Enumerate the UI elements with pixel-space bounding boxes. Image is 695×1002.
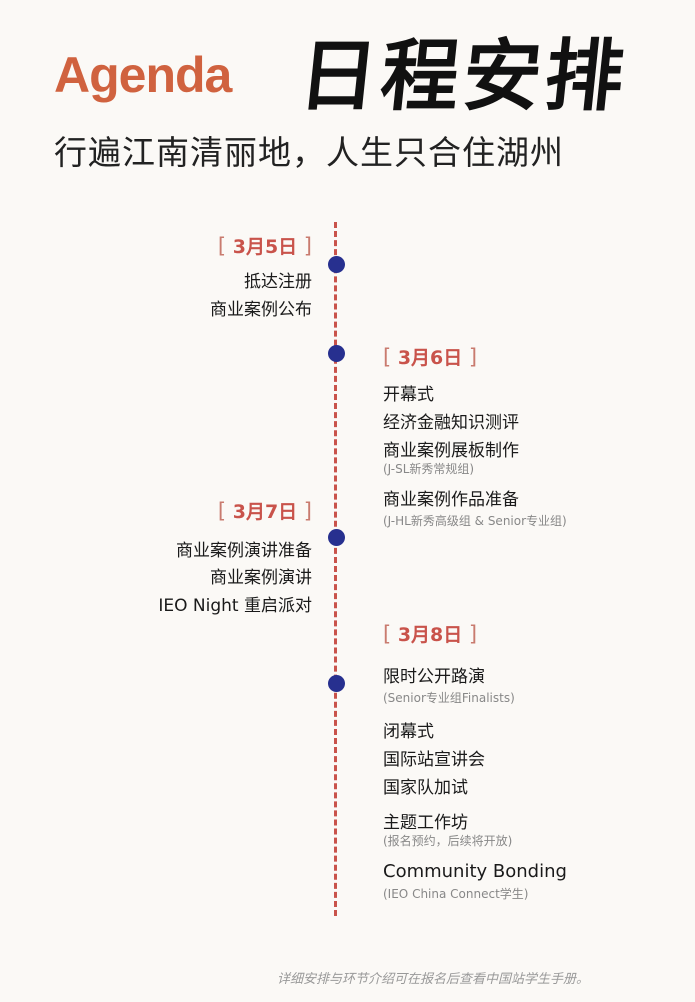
title-chinese: 日程安排: [294, 31, 633, 122]
agenda-note: (报名预约，后续将开放): [383, 834, 513, 848]
agenda-note: (Senior专业组Finalists): [383, 691, 515, 705]
agenda-item: 开幕式: [383, 385, 434, 405]
agenda-note: (IEO China Connect学生): [383, 887, 529, 901]
footer-note: 详细安排与环节介绍可在报名后查看中国站学生手册。: [277, 972, 590, 987]
agenda-item: 商业案例公布: [210, 300, 312, 320]
timeline-line: [334, 222, 337, 916]
timeline-dot: [328, 529, 345, 546]
date-label-day4: [ 3月8日 ]: [383, 622, 478, 646]
agenda-item: 商业案例演讲: [210, 568, 312, 588]
agenda-item: 经济金融知识测评: [383, 413, 519, 433]
agenda-item: 闭幕式: [383, 722, 434, 742]
agenda-item: 商业案例演讲准备: [176, 541, 312, 561]
agenda-note: (J-HL新秀高级组 & Senior专业组): [383, 514, 567, 528]
agenda-item: IEO Night 重启派对: [158, 596, 312, 616]
date-label-day1: [ 3月5日 ]: [217, 234, 312, 258]
agenda-item: 主题工作坊: [383, 813, 468, 833]
agenda-note: (J-SL新秀常规组): [383, 462, 475, 476]
date-label-day3: [ 3月7日 ]: [217, 499, 312, 523]
title-english: Agenda: [54, 47, 232, 103]
subtitle: 行遍江南清丽地，人生只合住湖州: [54, 133, 564, 172]
agenda-item: 商业案例展板制作: [383, 441, 519, 461]
timeline-dot: [328, 675, 345, 692]
timeline-dot: [328, 256, 345, 273]
agenda-item: 抵达注册: [244, 272, 312, 292]
agenda-item: 限时公开路演: [383, 667, 485, 687]
agenda-item: 国家队加试: [383, 778, 468, 798]
date-label-day2: [ 3月6日 ]: [383, 345, 478, 369]
agenda-item: 商业案例作品准备: [383, 490, 519, 510]
timeline-dot: [328, 345, 345, 362]
agenda-item: 国际站宣讲会: [383, 750, 485, 770]
agenda-item: Community Bonding: [383, 861, 567, 882]
